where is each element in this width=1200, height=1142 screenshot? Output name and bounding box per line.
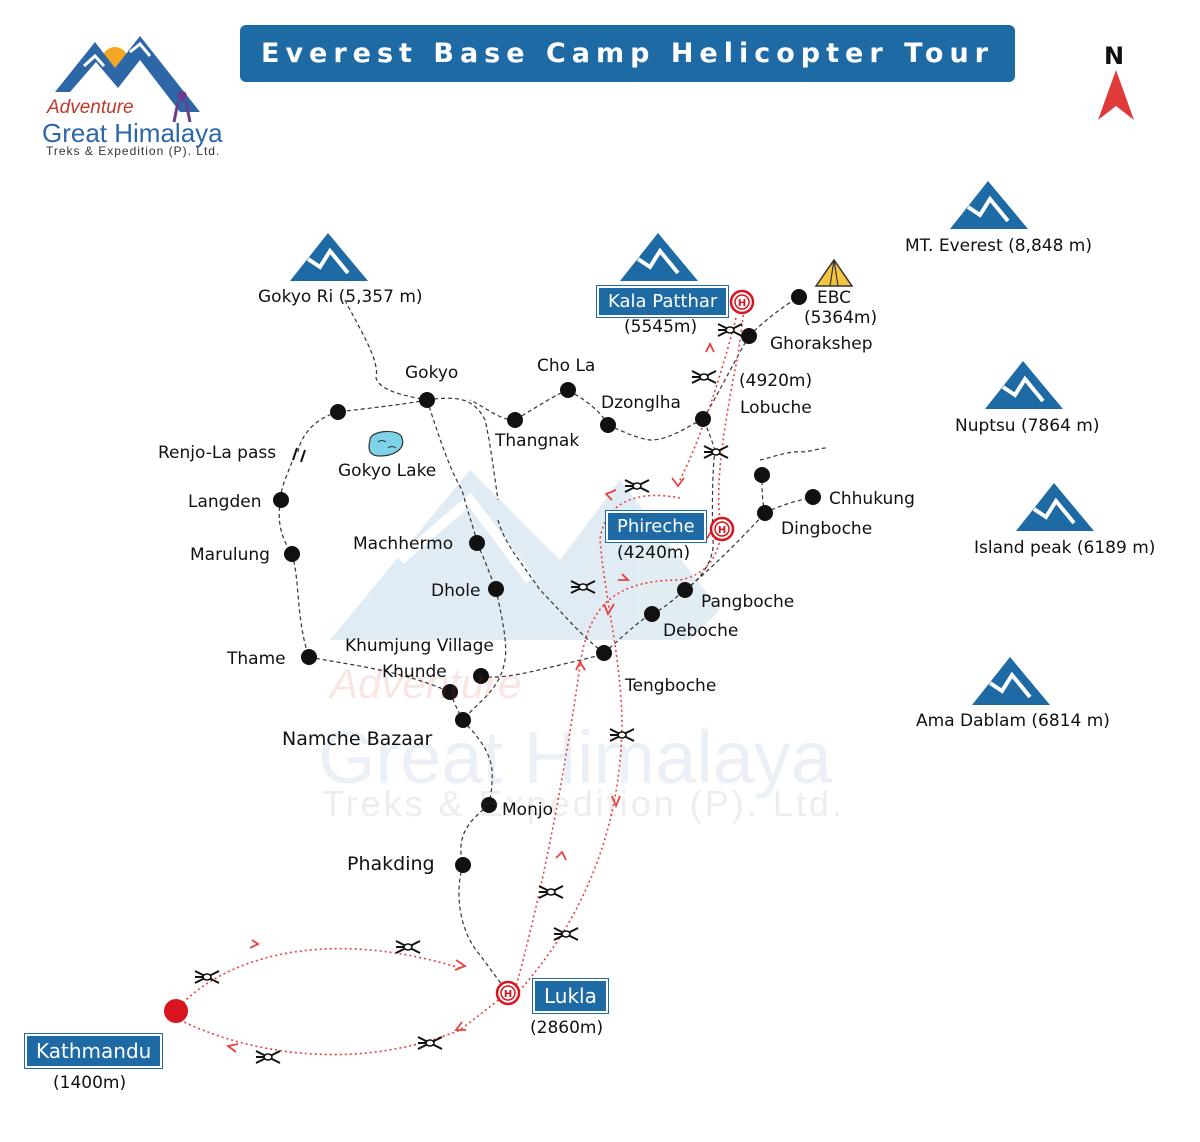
label-kala-patthar-alt: (5545m) <box>624 317 698 337</box>
helicopter-icon <box>553 927 579 941</box>
label-langden: Langden <box>188 492 262 512</box>
gokyo-ri-peak-icon <box>288 231 370 283</box>
ama-dablam-peak-icon <box>970 655 1052 707</box>
helicopter-icon <box>717 323 743 337</box>
label-ebc: EBC <box>817 288 851 308</box>
north-label: N <box>1104 42 1125 70</box>
label-renjo-la: Renjo-La pass <box>158 443 277 463</box>
pass-icon <box>292 447 306 463</box>
label-lobuche-alt: (4920m) <box>739 371 813 391</box>
label-phireche: Phireche <box>605 510 707 543</box>
kathmandu-marker <box>164 999 188 1023</box>
label-cho-la: Cho La <box>537 356 596 376</box>
label-thangnak: Thangnak <box>495 431 580 451</box>
lake-icon <box>368 430 404 457</box>
north-arrow-icon <box>1098 70 1134 120</box>
label-gokyo-ri: Gokyo Ri (5,357 m) <box>258 287 423 307</box>
label-gokyo: Gokyo <box>405 363 459 383</box>
everest-peak-icon <box>948 179 1030 231</box>
label-marulung: Marulung <box>190 545 270 565</box>
helicopter-icon <box>194 970 220 984</box>
watermark-line2: Great Himalaya <box>318 716 833 799</box>
nuptsu-peak-icon <box>983 359 1065 411</box>
watermark-line3: Treks & Expedition (P). Ltd. <box>322 783 845 824</box>
label-namche: Namche Bazaar <box>282 728 433 750</box>
label-dhole: Dhole <box>431 581 481 601</box>
label-pangboche: Pangboche <box>701 592 795 612</box>
island-peak-icon <box>1014 481 1096 533</box>
helicopter-route <box>175 309 745 1056</box>
helicopter-icon <box>703 445 729 459</box>
logo-line2: Great Himalaya <box>42 118 223 148</box>
label-monjo: Monjo <box>502 800 553 820</box>
label-khunde: Khunde <box>382 662 447 682</box>
label-kala-patthar: Kala Patthar <box>595 285 730 318</box>
label-khumjung: Khumjung Village <box>345 636 494 656</box>
helicopter-icon <box>395 940 421 954</box>
label-dzonglha: Dzonglha <box>601 393 681 413</box>
helicopter-icon <box>691 370 717 384</box>
label-gokyo-lake: Gokyo Lake <box>338 461 437 481</box>
helicopter-icon <box>255 1050 281 1064</box>
label-lobuche: Lobuche <box>740 398 812 418</box>
label-machhermo: Machhermo <box>353 534 454 554</box>
label-phakding: Phakding <box>347 853 435 875</box>
logo-line1: Adventure <box>47 97 134 118</box>
helipad-icon <box>709 516 735 542</box>
label-deboche: Deboche <box>663 621 739 641</box>
location-markers <box>273 289 821 873</box>
label-ama-dablam: Ama Dablam (6814 m) <box>916 711 1110 731</box>
label-chhukung: Chhukung <box>829 489 915 509</box>
logo-mountain-icon <box>55 36 200 123</box>
helipad-icon <box>495 980 521 1006</box>
helicopter-icon <box>538 885 564 899</box>
map-title: Everest Base Camp Helicopter Tour <box>240 25 1015 82</box>
label-lukla-alt: (2860m) <box>530 1018 604 1038</box>
helicopter-icon <box>417 1036 443 1050</box>
label-island-peak: Island peak (6189 m) <box>974 538 1156 558</box>
label-kathmandu-alt: (1400m) <box>53 1073 127 1093</box>
label-kathmandu: Kathmandu <box>23 1033 164 1069</box>
kala-patthar-peak-icon <box>618 231 700 283</box>
helicopter-icon <box>624 479 650 493</box>
helipad-icon <box>729 289 755 315</box>
label-tengboche: Tengboche <box>625 676 717 696</box>
label-thame: Thame <box>227 649 286 669</box>
label-dingboche: Dingboche <box>781 519 873 539</box>
label-phireche-alt: (4240m) <box>617 543 691 563</box>
label-everest: MT. Everest (8,848 m) <box>905 236 1092 256</box>
watermark-line1: Adventure <box>330 660 522 707</box>
tent-icon <box>814 258 854 287</box>
label-gorakshep: Ghorakshep <box>770 334 873 354</box>
label-lukla: Lukla <box>532 978 609 1014</box>
logo-line3: Treks & Expedition (P). Ltd. <box>46 144 221 158</box>
label-ebc-alt: (5364m) <box>804 308 878 328</box>
label-nuptsu: Nuptsu (7864 m) <box>955 416 1100 436</box>
